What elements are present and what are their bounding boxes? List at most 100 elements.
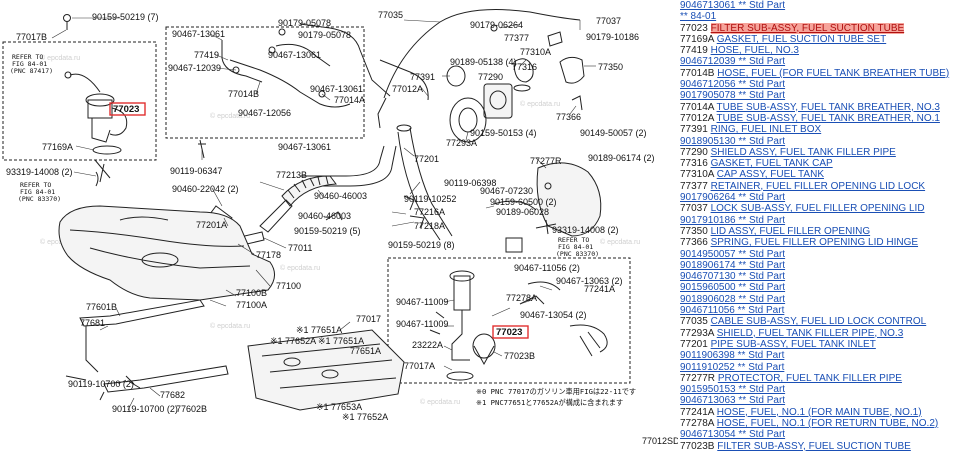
callout-label[interactable]: 77310A [520,47,551,57]
callout-label[interactable]: 90460-46003 [298,211,351,221]
callout-label[interactable]: 90467-07230 [480,186,533,196]
part-link[interactable]: 9046713054 ** Std Part [680,429,786,441]
callout-label[interactable]: 93319-14008 (2) [552,225,619,235]
part-link[interactable]: RING, FUEL INLET BOX [710,124,822,136]
part-link[interactable]: GASKET, FUEL SUCTION TUBE SET [716,33,887,45]
callout-label[interactable]: 77012A [392,84,423,94]
callout-label[interactable]: 77218A [414,221,445,231]
part-link[interactable]: ** 84-01 [680,11,717,23]
part-link[interactable]: 9018906174 ** Std Part [680,259,786,271]
callout-label[interactable]: 77201A [196,220,227,230]
callout-label[interactable]: 77201 [414,154,439,164]
part-link[interactable]: TUBE SUB-ASSY, FUEL TANK BREATHER, NO.1 [716,112,940,124]
callout-label[interactable]: 77037 [596,16,621,26]
callout-label[interactable]: ※1 77651A [318,336,364,346]
part-link[interactable]: 9018906028 ** Std Part [680,293,786,305]
callout-label[interactable]: 90467-11009 [396,297,448,307]
callout-label[interactable]: 77681 [80,318,105,328]
callout-label[interactable]: 90179-10186 [586,32,639,42]
callout-label[interactable]: 77278A [506,293,537,303]
part-link[interactable]: 9011910252 ** Std Part [680,361,785,373]
callout-label[interactable]: 90159-50219 (8) [388,240,455,250]
callout-label[interactable]: 77035 [378,10,403,20]
part-link[interactable]: 9017906264 ** Std Part [680,192,786,204]
part-link[interactable]: 9014950057 ** Std Part [680,248,786,260]
part-link[interactable]: CAP ASSY, FUEL TANK [716,169,824,181]
callout-label[interactable]: 77011 [288,243,312,253]
callout-label[interactable]: 93319-14008 (2) [6,167,73,177]
callout-label[interactable]: 90119-10700 (2) [112,404,178,414]
callout-label[interactable]: 90159-50219 (5) [294,226,361,236]
callout-label[interactable]: 90467-11056 (2) [514,263,580,273]
callout-label[interactable]: 77350 [598,62,623,72]
callout-label[interactable]: 77682 [160,390,185,400]
callout-label[interactable]: 90159-50219 (7) [92,12,159,22]
part-link[interactable]: RETAINER, FUEL FILLER OPENING LID LOCK [710,180,926,192]
callout-label[interactable]: 23222A [412,340,443,350]
part-link[interactable]: 9017905078 ** Std Part [680,90,786,102]
callout-label[interactable]: 77178 [256,250,281,260]
callout-label[interactable]: 77290 [478,72,503,82]
callout-label[interactable]: 77601B [86,302,117,312]
callout-label[interactable]: ※1 77653A [316,402,362,412]
callout-label[interactable]: 90179-05078 [278,18,331,28]
callout-label[interactable]: 77602B [176,404,207,414]
callout-label[interactable]: 90189-06028 [496,207,549,217]
callout-label[interactable]: 77213B [276,170,307,180]
callout-label[interactable]: 90189-05138 (4) [450,57,517,67]
part-link[interactable]: 9046707130 ** Std Part [680,271,786,283]
callout-label[interactable]: 77017 [356,314,381,324]
callout-label[interactable]: 90467-13063 (2) [556,276,623,286]
callout-label[interactable]: 77366 [556,112,581,122]
callout-label[interactable]: 90467-13061 [172,29,225,39]
callout-label[interactable]: 90460-46003 [314,191,367,201]
callout-label[interactable]: 77023B [504,351,535,361]
callout-label[interactable]: 90467-13061 [278,142,331,152]
callout-label-highlighted[interactable]: 77023 [496,327,522,338]
part-link[interactable]: 9017910186 ** Std Part [680,214,786,226]
part-link[interactable]: FILTER SUB-ASSY, FUEL SUCTION TUBE [717,440,911,452]
part-link[interactable]: SHIELD ASSY, FUEL TANK FILLER PIPE [710,146,896,158]
callout-label[interactable]: 77277R [530,156,562,166]
part-link[interactable]: 9015960500 ** Std Part [680,282,786,294]
callout-label[interactable]: 77100B [236,288,267,298]
callout-label[interactable]: 90159-50153 (4) [470,128,537,138]
callout-label[interactable]: 77017A [404,361,435,371]
callout-label[interactable]: 77293A [446,138,477,148]
callout-label[interactable]: 90467-13061 [268,50,321,60]
part-link[interactable]: HOSE, FUEL (FOR FUEL TANK BREATHER TUBE) [717,67,950,79]
part-link[interactable]: SPRING, FUEL FILLER OPENING LID HINGE [710,237,919,249]
callout-label[interactable]: 90467-12056 [238,108,291,118]
callout-label[interactable]: 77169A [42,142,73,152]
callout-label[interactable]: 77017B [16,32,47,42]
callout-label[interactable]: 77419 [194,50,219,60]
callout-label[interactable]: 90119-06398 [444,178,496,188]
part-link[interactable]: 9046711056 ** Std Part [680,305,785,317]
callout-label[interactable]: 77241A [584,284,615,294]
part-link[interactable]: LID ASSY, FUEL FILLER OPENING [710,225,871,237]
part-link[interactable]: 9046713063 ** Std Part [680,395,786,407]
callout-label[interactable]: 77651A [350,346,381,356]
callout-label[interactable]: 90467-13061 [310,84,363,94]
callout-label[interactable]: ※1 77652A [270,336,316,346]
callout-label[interactable]: 77377 [504,33,529,43]
callout-label[interactable]: 90119-10700 (2) [68,379,134,389]
callout-label[interactable]: 77391 [410,72,435,82]
part-link[interactable]: PIPE SUB-ASSY, FUEL TANK INLET [710,338,876,350]
callout-label[interactable]: 90467-11009 [396,319,448,329]
callout-label[interactable]: 90189-06174 (2) [588,153,655,163]
part-link[interactable]: 9015950153 ** Std Part [680,384,786,396]
callout-label[interactable]: 90467-13054 (2) [520,310,587,320]
callout-label[interactable]: ※1 77652A [342,412,388,422]
callout-label-highlighted[interactable]: 77023 [113,104,139,115]
callout-label[interactable]: 90179-05078 [298,30,351,40]
part-link[interactable]: GASKET, FUEL TANK CAP [710,158,833,170]
callout-label[interactable]: 90467-12039 [168,63,221,73]
callout-label[interactable]: 77100 [276,281,301,291]
part-link[interactable]: SHIELD, FUEL TANK FILLER PIPE, NO.3 [716,327,904,339]
callout-label[interactable]: ※1 77651A [296,325,342,335]
part-link[interactable]: TUBE SUB-ASSY, FUEL TANK BREATHER, NO.3 [716,101,940,113]
part-link[interactable]: CABLE SUB-ASSY, FUEL LID LOCK CONTROL [710,316,927,328]
callout-label[interactable]: 90159-60500 (2) [490,197,557,207]
callout-label[interactable]: 90119-10252 [404,194,456,204]
